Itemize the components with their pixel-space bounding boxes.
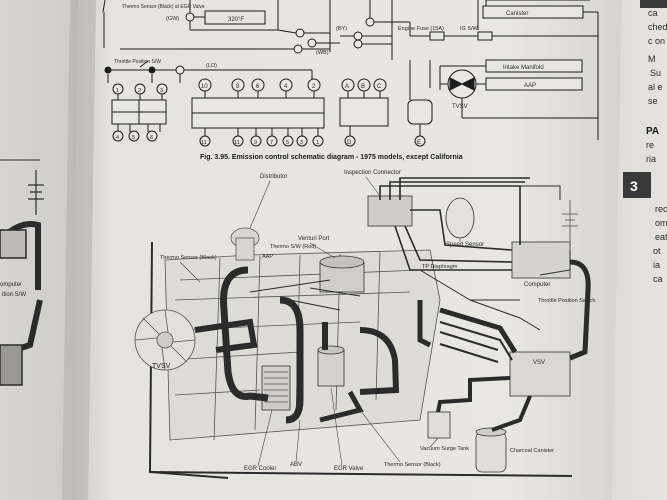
thermo-sw-label: Thermo S/W (Red)	[270, 244, 316, 250]
tvsv-label: TVSV	[152, 363, 171, 370]
right-snip-8: re	[646, 140, 654, 150]
right-snip-4: Su	[650, 68, 661, 78]
egr-cooler-label: EGR Cooler	[244, 466, 276, 472]
by-label: (BY)	[336, 26, 347, 32]
vacuum-surge-tank-label: Vacuum Surge Tank	[420, 446, 469, 452]
figure-caption: Fig. 3.95. Emission control schematic di…	[200, 154, 463, 161]
diagram-labels: Distributor Inspection Connector Venturi…	[152, 170, 595, 472]
right-snip-7: PA	[646, 126, 659, 137]
tvsv-top-label: TVSV	[452, 104, 468, 110]
right-snip-14: ia	[653, 260, 660, 270]
connectors	[111, 90, 433, 136]
pin-a: A	[345, 84, 349, 90]
left-page-diagram	[0, 159, 44, 386]
small-pin-4: 4	[116, 135, 119, 141]
leader-lines	[179, 176, 461, 467]
intake-manifold-label: Intake Manifold	[503, 65, 544, 71]
pin-top-4: 4	[284, 84, 288, 90]
throttle-position-switch-label: Throttle Position Switch	[538, 298, 595, 304]
pin-bottom-11b: 11	[234, 140, 240, 146]
right-snip-5: al e	[648, 82, 663, 92]
small-pin-1: 1	[116, 88, 119, 94]
temp-label: 320°F	[228, 17, 244, 23]
pin-b: B	[361, 84, 365, 90]
right-snip-13: ot	[653, 246, 661, 256]
computer-label: Computer	[524, 282, 550, 288]
right-snip-3: M	[648, 54, 656, 64]
pin-bottom-5: 5	[286, 140, 289, 146]
right-snip-15: ca	[653, 274, 663, 284]
thermo-sensor-black-label: Thermo Sensor (Black)	[160, 255, 217, 261]
thermo-sensor-label: Thermo Sensor (Black) at EGR Valve	[122, 4, 205, 10]
pin-d: D	[347, 140, 352, 146]
right-snip-9: ria	[646, 154, 656, 164]
small-pin-6: 6	[150, 135, 153, 141]
inspection-connector-label: Inspection Connector	[344, 170, 401, 176]
pin-e: E	[417, 140, 421, 146]
small-pin-2: 2	[138, 88, 141, 94]
pin-top-6: 6	[256, 84, 260, 90]
vsv-label: VSV	[533, 360, 545, 366]
wb-label: (WB)	[316, 50, 329, 56]
pin-bottom-3: 3	[300, 140, 303, 146]
left-snip-1: omputer	[0, 282, 22, 288]
chapter-number: 3	[630, 178, 638, 194]
pin-c: C	[377, 84, 382, 90]
aap-label: AAP	[262, 254, 273, 260]
pin-bottom-7: 7	[270, 140, 273, 146]
charcoal-canister-label: Charcoal Canister	[510, 448, 554, 454]
gw-label: (GW)	[166, 16, 179, 22]
canister-label: Canister	[506, 11, 528, 17]
throttle-position-sw-label: Throttle Position S/W	[114, 59, 161, 65]
tp-diaphragm-label: TP Diaphragm	[422, 264, 458, 270]
gutter-shadow	[62, 0, 96, 500]
left-snip-2: ition S/W	[2, 292, 26, 298]
lo-label: (LO)	[206, 63, 217, 69]
right-snip-10: rec	[655, 204, 667, 214]
right-snip-11: om	[655, 218, 667, 228]
aap-top-label: AAP	[524, 83, 536, 89]
thermo-sensor-black-bottom-label: Thermo Sensor (Black)	[384, 462, 441, 468]
abv-label: ABV	[290, 462, 302, 468]
connector-numbers: 10 8 6 4 2 11 11 9 7 5 3 1 A B C D E 1	[112, 78, 426, 147]
pin-bottom-9: 9	[254, 140, 257, 146]
venturi-port-label: Venturi Port	[298, 236, 330, 242]
pin-bottom-11a: 11	[201, 140, 207, 146]
top-labels: Thermo Sensor (Black) at EGR Valve (GW) …	[114, 4, 544, 110]
speed-sensor-label: Speed Sensor	[446, 242, 484, 248]
pin-bottom-1: 1	[316, 140, 319, 146]
small-pin-3: 3	[160, 88, 163, 94]
pin-top-10: 10	[201, 84, 208, 90]
wiring	[194, 177, 591, 432]
small-pin-5: 5	[132, 135, 135, 141]
top-schematic	[102, 0, 599, 140]
right-snip-0: ca	[648, 8, 658, 18]
egr-valve-label: EGR Valve	[334, 466, 364, 472]
right-snip-6: se	[648, 96, 658, 106]
engine-fuse-label: Engine Fuse (15A)	[398, 26, 444, 32]
right-snip-12: eat	[655, 232, 667, 242]
right-page-text: 3 ca ched c on M Su al e se PA re ria re…	[623, 0, 667, 284]
ig-sw-label: IG S/W	[460, 26, 479, 32]
distributor-label: Distributor	[260, 174, 287, 180]
pin-top-2: 2	[312, 84, 316, 90]
chapter-tab	[623, 172, 651, 198]
right-snip-2: c on	[648, 36, 665, 46]
right-snip-1: ched	[648, 22, 667, 32]
pin-top-8: 8	[236, 84, 240, 90]
